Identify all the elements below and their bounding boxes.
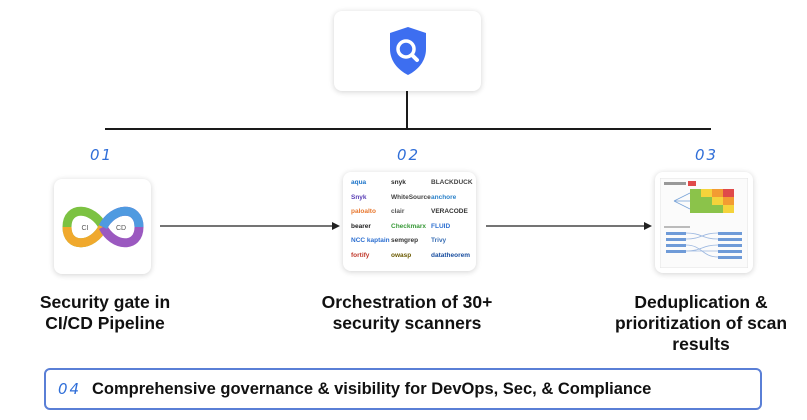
scanner-logo: bearer	[351, 222, 371, 230]
results-report-thumbnail	[660, 178, 748, 268]
cd-label: CD	[116, 225, 126, 232]
scanner-logo: owasp	[391, 251, 412, 259]
step-title-02-line1: Orchestration of 30+	[321, 292, 493, 312]
results-card	[655, 172, 753, 273]
step-title-02: Orchestration of 30+ security scanners	[296, 292, 518, 334]
scanner-logo: WhiteSource	[391, 193, 431, 201]
cicd-card: CI CD	[54, 179, 151, 274]
scanner-logo: anchore	[431, 193, 457, 201]
step-title-03: Deduplication & prioritization of scan r…	[596, 292, 806, 355]
step-title-01-line2: CI/CD Pipeline	[45, 313, 165, 333]
scanner-logo: Checkmarx	[391, 222, 427, 230]
scanner-logo: FLUID	[431, 222, 451, 230]
scanner-logo: Trivy	[431, 237, 447, 244]
step-title-01-line1: Security gate in	[39, 292, 171, 312]
step-title-02-line2: security scanners	[332, 313, 482, 333]
step-number-01: 01	[90, 146, 114, 164]
governance-bar: 04 Comprehensive governance & visibility…	[44, 368, 762, 410]
scanner-logo: aqua	[351, 179, 367, 186]
ci-cd-loop-icon: CI CD	[62, 206, 144, 248]
scanner-logo: BLACKDUCK	[431, 179, 473, 186]
arrow-1-to-2	[160, 222, 340, 230]
governance-number: 04	[58, 380, 82, 398]
scanner-logo: datatheorem	[431, 251, 471, 259]
shield-search-icon	[390, 27, 426, 75]
scanner-logo: semgrep	[391, 237, 419, 244]
scanner-logo: Snyk	[351, 193, 367, 201]
top-icon-card	[334, 11, 481, 91]
step-number-03: 03	[695, 146, 719, 164]
ci-label: CI	[82, 225, 89, 232]
tree-vertical-connector	[406, 91, 408, 129]
scanner-logo: VERACODE	[431, 208, 468, 215]
scanner-logo: fortify	[351, 251, 370, 259]
scanner-logo: NCC kaptain	[351, 237, 390, 244]
arrow-2-to-3	[486, 222, 652, 230]
step-number-02: 02	[397, 146, 421, 164]
tree-horizontal-line	[105, 128, 711, 130]
step-title-01: Security gate in CI/CD Pipeline	[10, 292, 200, 334]
scanner-logo: snyk	[391, 179, 406, 186]
step-title-03-line3: results	[672, 334, 730, 354]
step-title-03-line1: Deduplication &	[634, 292, 768, 312]
governance-text: Comprehensive governance & visibility fo…	[92, 380, 652, 398]
scanner-logo: clair	[391, 208, 405, 215]
scanner-logo: paloalto	[351, 208, 376, 215]
step-title-03-line2: prioritization of scan	[614, 313, 788, 333]
